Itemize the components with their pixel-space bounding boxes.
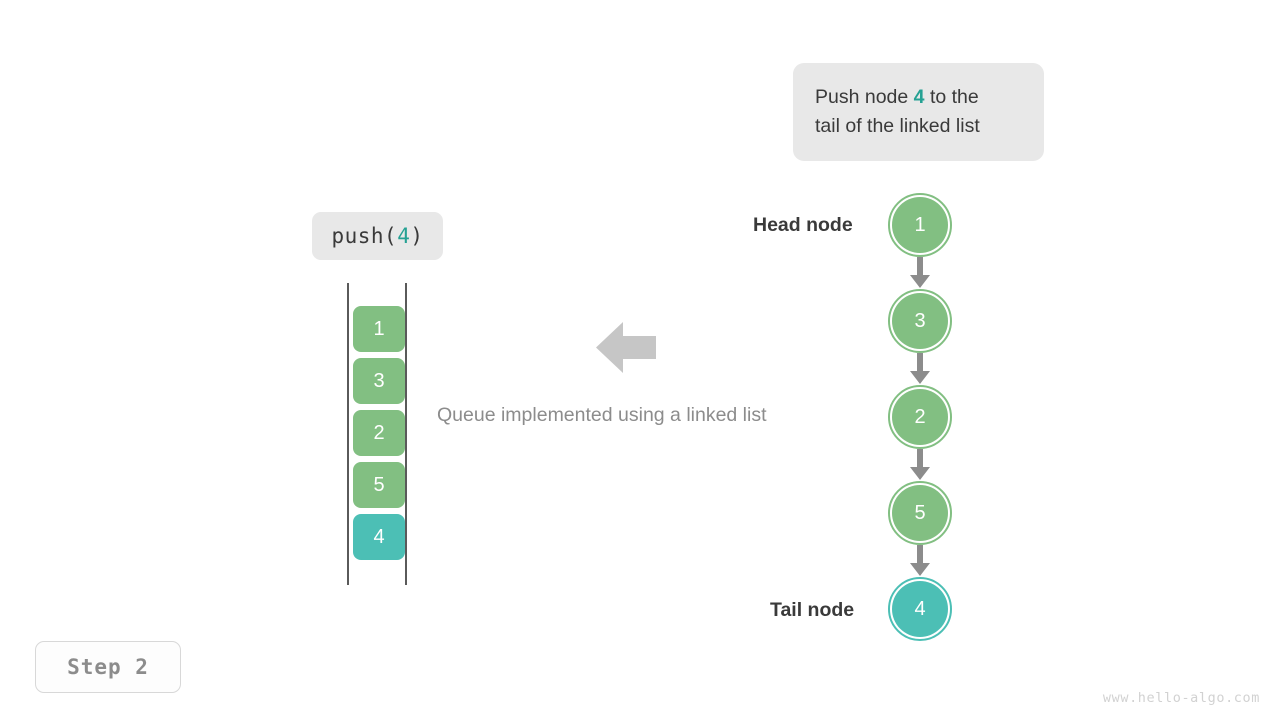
list-node: 2 (888, 385, 952, 449)
queue-cell: 1 (353, 306, 405, 352)
callout-text-prefix: Push node (815, 86, 914, 108)
direction-arrow-icon (596, 321, 656, 374)
operation-prefix: push( (331, 224, 398, 248)
linked-list-container: 1 3 2 5 4 (888, 193, 952, 641)
queue-cell-highlighted: 4 (353, 514, 405, 560)
link-line (917, 545, 923, 565)
list-node-value: 2 (892, 389, 948, 445)
callout-highlight-value: 4 (913, 86, 925, 108)
list-node-value: 4 (892, 581, 948, 637)
callout-box: Push node 4 to the tail of the linked li… (793, 63, 1044, 161)
queue-cell: 3 (353, 358, 405, 404)
queue-container: 1 3 2 5 4 (345, 283, 409, 585)
list-node-value: 5 (892, 485, 948, 541)
callout-text-suffix: to the (924, 86, 979, 108)
watermark: www.hello-algo.com (1102, 690, 1260, 706)
callout-line-2: tail of the linked list (815, 115, 980, 137)
callout-line-1: Push node 4 to the (815, 83, 1022, 112)
queue-rail-right (405, 283, 407, 585)
head-node-label: Head node (753, 214, 853, 236)
down-arrow-icon (910, 275, 930, 288)
queue-cell: 5 (353, 462, 405, 508)
link-line (917, 257, 923, 277)
queue-cell-list: 1 3 2 5 4 (353, 306, 405, 560)
operation-label: push(4) (312, 212, 443, 260)
list-node-value: 1 (892, 197, 948, 253)
list-node: 3 (888, 289, 952, 353)
link-line (917, 449, 923, 469)
queue-rail-left (347, 283, 349, 585)
link-line (917, 353, 923, 373)
operation-value: 4 (397, 224, 411, 248)
queue-cell: 2 (353, 410, 405, 456)
down-arrow-icon (910, 371, 930, 384)
step-badge: Step 2 (35, 641, 181, 693)
list-node: 1 (888, 193, 952, 257)
operation-suffix: ) (410, 224, 424, 248)
down-arrow-icon (910, 563, 930, 576)
tail-node-label: Tail node (770, 599, 855, 621)
list-node-highlighted: 4 (888, 577, 952, 641)
list-node: 5 (888, 481, 952, 545)
down-arrow-icon (910, 467, 930, 480)
list-node-value: 3 (892, 293, 948, 349)
diagram-caption: Queue implemented using a linked list (437, 404, 767, 426)
